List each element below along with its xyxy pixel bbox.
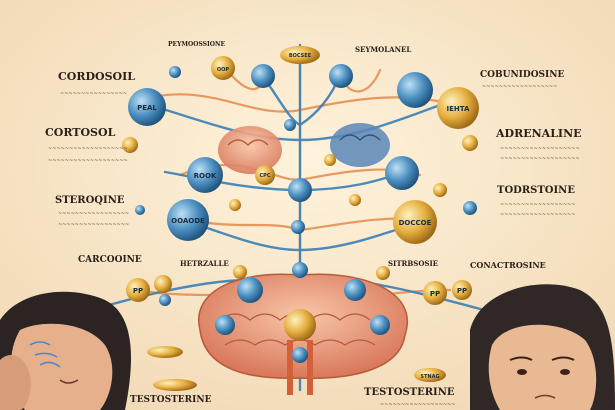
node-label: DOCCOE	[399, 219, 432, 227]
person-right-icon	[470, 284, 615, 410]
node-label: IEHTA	[447, 105, 470, 113]
svg-text:~~~~~~~~~~~~~~~~~: ~~~~~~~~~~~~~~~~~	[58, 211, 129, 217]
node-label: ROOK	[194, 172, 217, 180]
svg-text:~~~~~~~~~~~~~~~~~~~: ~~~~~~~~~~~~~~~~~~~	[500, 146, 580, 152]
svg-text:~~~~~~~~~~~~~~~~~~~: ~~~~~~~~~~~~~~~~~~~	[500, 156, 580, 162]
node-label: PP	[457, 287, 467, 295]
node-label: PP	[133, 287, 143, 295]
svg-text:~~~~~~~~~~~~~~~~~~: ~~~~~~~~~~~~~~~~~~	[500, 202, 575, 208]
label-top-left: PEYMOOSSIONE	[168, 41, 226, 48]
svg-text:~~~~~~~~~~~~~~~~~~: ~~~~~~~~~~~~~~~~~~	[500, 212, 575, 218]
gold-nodes: IEHTA DOCCOE OOP BOCSEE CPC PP PP PP STN…	[122, 46, 479, 391]
label-cortosol: CORTOSOL	[45, 126, 116, 139]
label-sitrbsosie: SITRBSOSIE	[388, 259, 438, 268]
label-steroqine: STEROQINE	[55, 195, 125, 206]
label-todrstoine: TODRSTOINE	[497, 185, 575, 196]
label-cordosoil: CORDOSOIL	[58, 70, 135, 83]
label-carcooine: CARCOOINE	[78, 255, 142, 265]
labels: CORDOSOIL ~~~~~~~~~~~~~~~~ CORTOSOL ~~~~…	[45, 41, 582, 408]
label-cobunidosine: COBUNIDOSINE	[480, 70, 564, 80]
svg-text:~~~~~~~~~~~~~~~~~~: ~~~~~~~~~~~~~~~~~~	[380, 402, 455, 408]
node-label: STNAG	[420, 374, 439, 380]
node-label: CPC	[259, 173, 270, 179]
sublabel: ~~~~~~~~~~~~~~~~	[60, 91, 127, 97]
label-adrenaline: ADRENALINE	[495, 127, 582, 140]
node-label: OOP	[217, 67, 230, 73]
svg-text:~~~~~~~~~~~~~~~~~~~: ~~~~~~~~~~~~~~~~~~~	[48, 146, 128, 152]
svg-text:~~~~~~~~~~~~~~~~~~~: ~~~~~~~~~~~~~~~~~~~	[48, 158, 128, 164]
blue-nodes: PEAL ROOK OOAODE	[128, 64, 477, 363]
svg-text:~~~~~~~~~~~~~~~~~~: ~~~~~~~~~~~~~~~~~~	[482, 84, 557, 90]
node-label: PEAL	[137, 104, 157, 112]
brain-icon	[218, 123, 390, 174]
label-testosterone-left: TESTOSTERINE	[130, 395, 212, 405]
person-left-icon	[0, 291, 131, 410]
label-conactrosine: CONACTROSINE	[470, 260, 546, 270]
node-label: PP	[430, 290, 440, 298]
svg-text:~~~~~~~~~~~~~~~~~: ~~~~~~~~~~~~~~~~~	[58, 222, 129, 228]
node-label: OOAODE	[171, 217, 205, 225]
label-testosterone-center: TESTOSTERINE	[364, 387, 455, 398]
node-label: BOCSEE	[289, 53, 312, 59]
label-hetrzalle: HETRZALLE	[180, 259, 229, 268]
label-center-top: SEYMOLANEL	[355, 45, 411, 54]
